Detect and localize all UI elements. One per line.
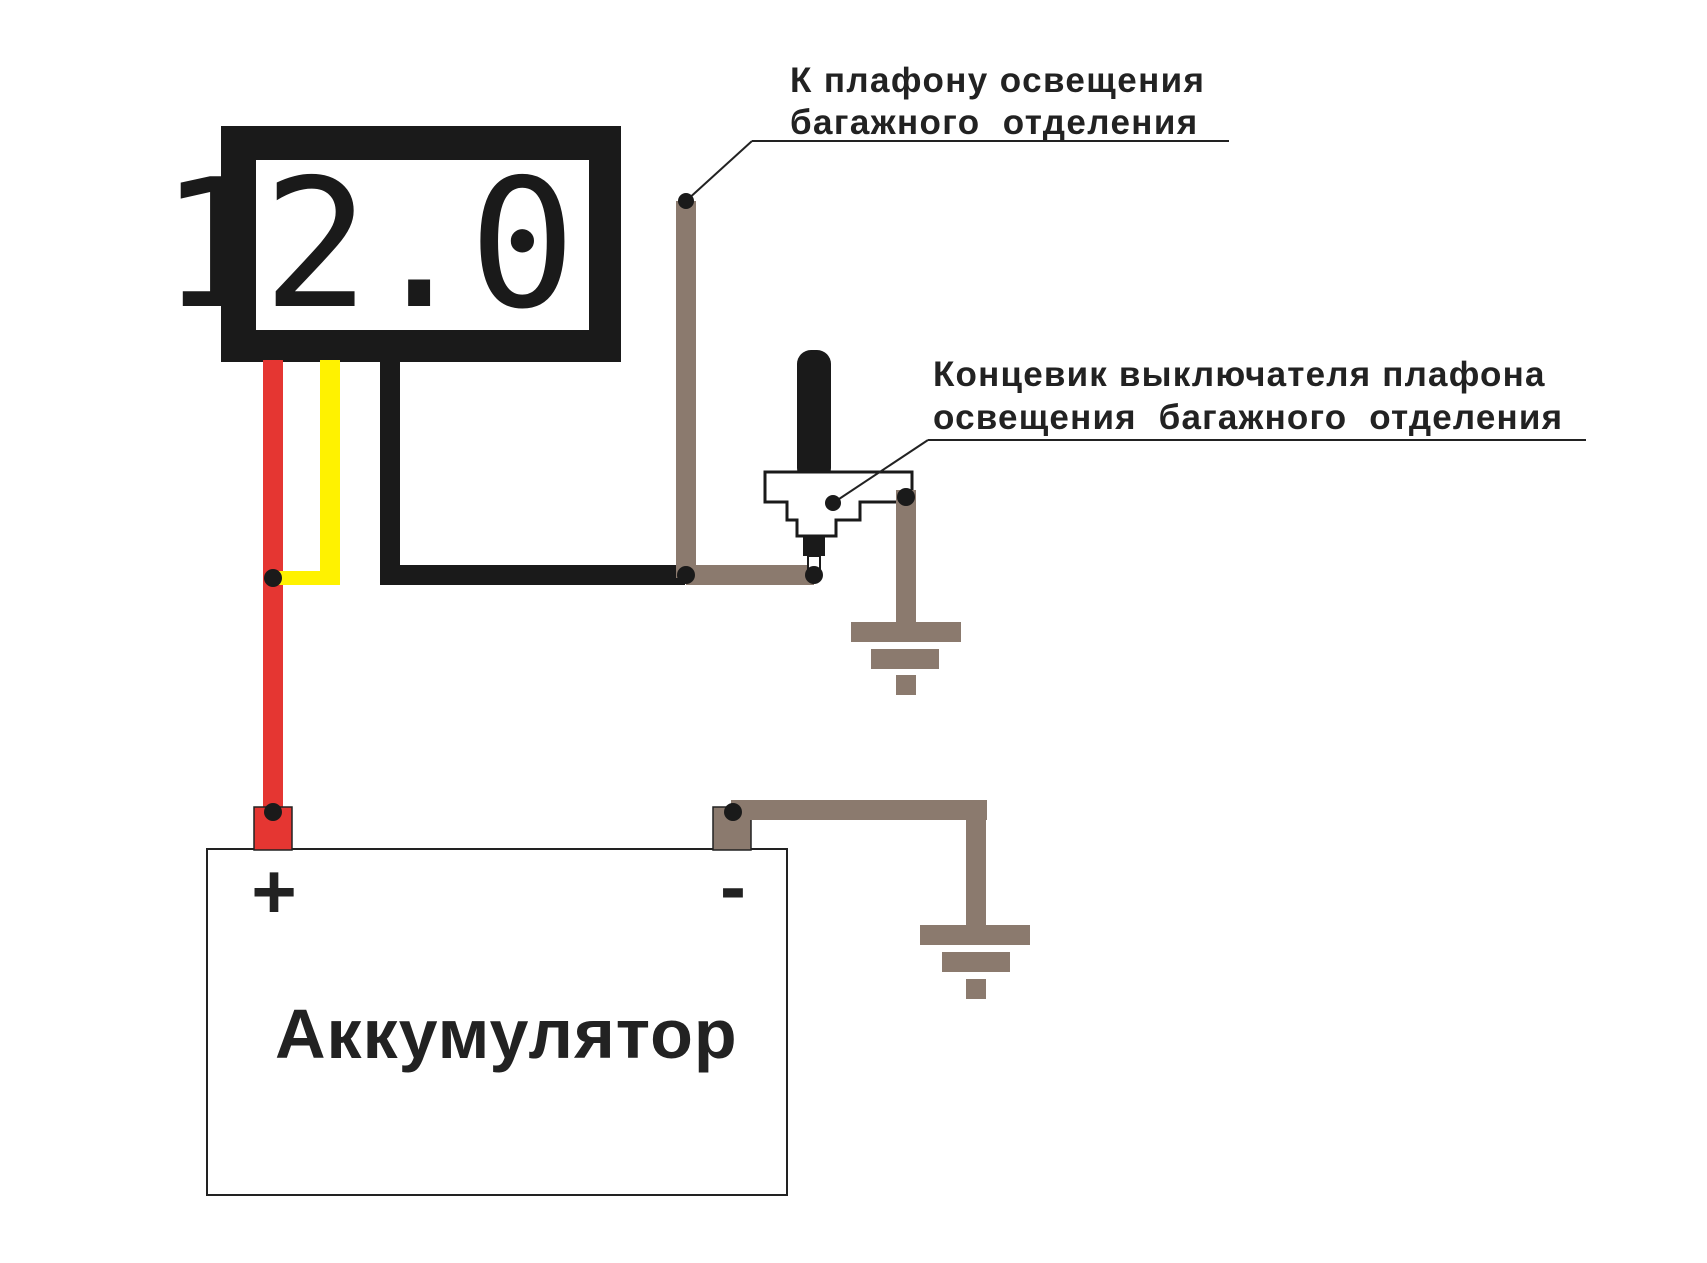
junction-dot (678, 193, 694, 209)
signal-wire (273, 360, 340, 585)
voltmeter-screen (256, 160, 589, 330)
lamp-label-line2: багажного отделения (790, 103, 1199, 142)
battery-ground-symbol (920, 925, 1030, 999)
battery-case (206, 848, 788, 1196)
lamp-wire (676, 201, 814, 585)
battery-label: Аккумулятор (275, 995, 738, 1073)
lamp-label-line1: К плафону освещения (790, 61, 1205, 100)
switch-label-line2: освещения багажного отделения (933, 398, 1563, 437)
meter-ground-wire (380, 360, 685, 585)
junction-dot (264, 569, 282, 587)
battery: + - Аккумулятор (206, 806, 788, 1196)
junction-dot (677, 566, 695, 584)
switch-plunger (797, 350, 831, 482)
voltmeter-reading: 12.0 (159, 141, 572, 348)
switch-ground-wire (896, 490, 916, 625)
voltmeter: 12.0 (159, 126, 621, 362)
battery-minus-sign: - (720, 842, 746, 930)
junction-dot (264, 803, 282, 821)
switch-pin (803, 536, 825, 556)
junction-dot (724, 803, 742, 821)
junction-dot (825, 495, 841, 511)
switch-ground-symbol (851, 622, 961, 695)
battery-ground-wire (731, 800, 987, 928)
switch-leader (832, 439, 1586, 504)
lamp-leader (685, 140, 1229, 202)
junction-dot (805, 566, 823, 584)
junction-dot (897, 488, 915, 506)
connection-dots (264, 193, 915, 821)
battery-plus-sign: + (251, 847, 297, 935)
switch-label-line1: Концевик выключателя плафона (933, 355, 1546, 394)
limit-switch (763, 350, 914, 575)
